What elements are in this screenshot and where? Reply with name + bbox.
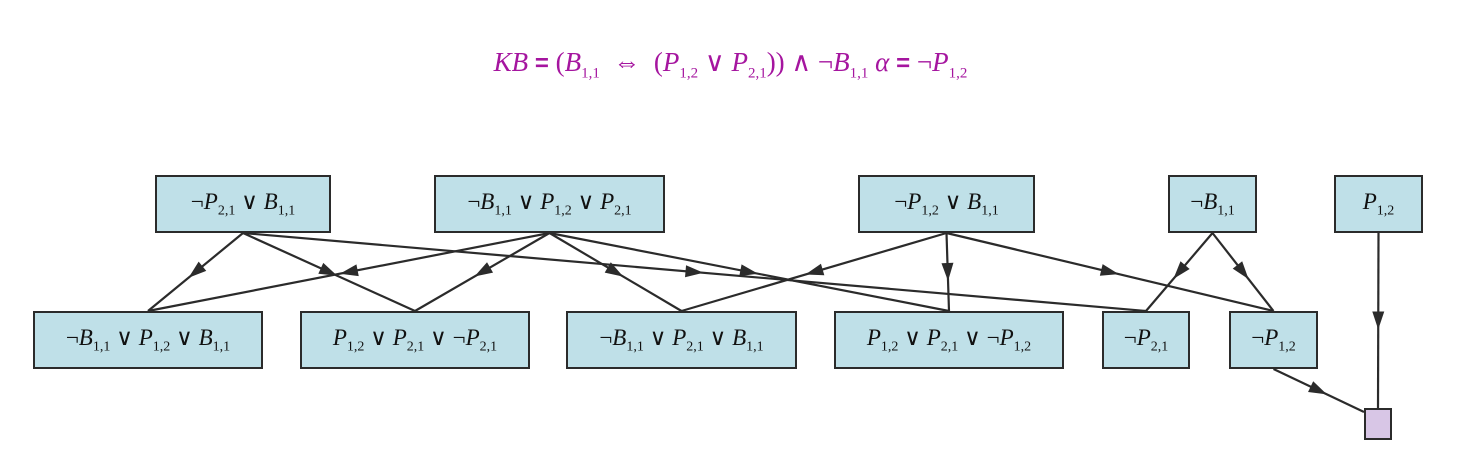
arrowhead-icon <box>188 261 207 278</box>
arrowhead-icon <box>604 262 624 277</box>
clause-node: ¬B1,1 ∨ P1,2 ∨ P2,1 <box>434 175 665 233</box>
empty-clause-node <box>1364 408 1392 440</box>
arrowhead-icon <box>318 262 338 276</box>
clause-node: P1,2 <box>1334 175 1423 233</box>
arrowhead-icon <box>941 262 954 281</box>
clause-node: ¬B1,1 <box>1168 175 1257 233</box>
clause-node: ¬B1,1 ∨ P2,1 ∨ B1,1 <box>566 311 797 369</box>
clause-node: P1,2 ∨ P2,1 ∨ ¬P2,1 <box>300 311 530 369</box>
arrowhead-icon <box>685 265 704 278</box>
equals-sign: = <box>534 50 549 77</box>
arrowhead-icon <box>1232 261 1249 280</box>
query-formula: KB = (B1,1 ⇔ (P1,2 ∨ P2,1)) ∧ ¬B1,1 α = … <box>493 47 968 82</box>
alpha-symbol: α <box>875 47 890 77</box>
clause-node: ¬B1,1 ∨ P1,2 ∨ B1,1 <box>33 311 263 369</box>
clause-node: ¬P1,2 ∨ B1,1 <box>858 175 1035 233</box>
clause-node: ¬P2,1 ∨ B1,1 <box>155 175 331 233</box>
clause-node: P1,2 ∨ P2,1 ∨ ¬P1,2 <box>834 311 1064 369</box>
arrowhead-icon <box>1372 311 1385 330</box>
arrowhead-icon <box>1173 261 1190 279</box>
arrowhead-icon <box>805 263 825 276</box>
arrowhead-icon <box>1308 381 1327 395</box>
arrowhead-icon <box>739 264 759 277</box>
arrowhead-icon <box>1099 264 1119 276</box>
kb-symbol: KB <box>493 47 529 77</box>
clause-node: ¬P1,2 <box>1229 311 1318 369</box>
arrowhead-icon <box>474 262 494 277</box>
arrowhead-icon <box>339 264 359 277</box>
clause-node: ¬P2,1 <box>1102 311 1190 369</box>
